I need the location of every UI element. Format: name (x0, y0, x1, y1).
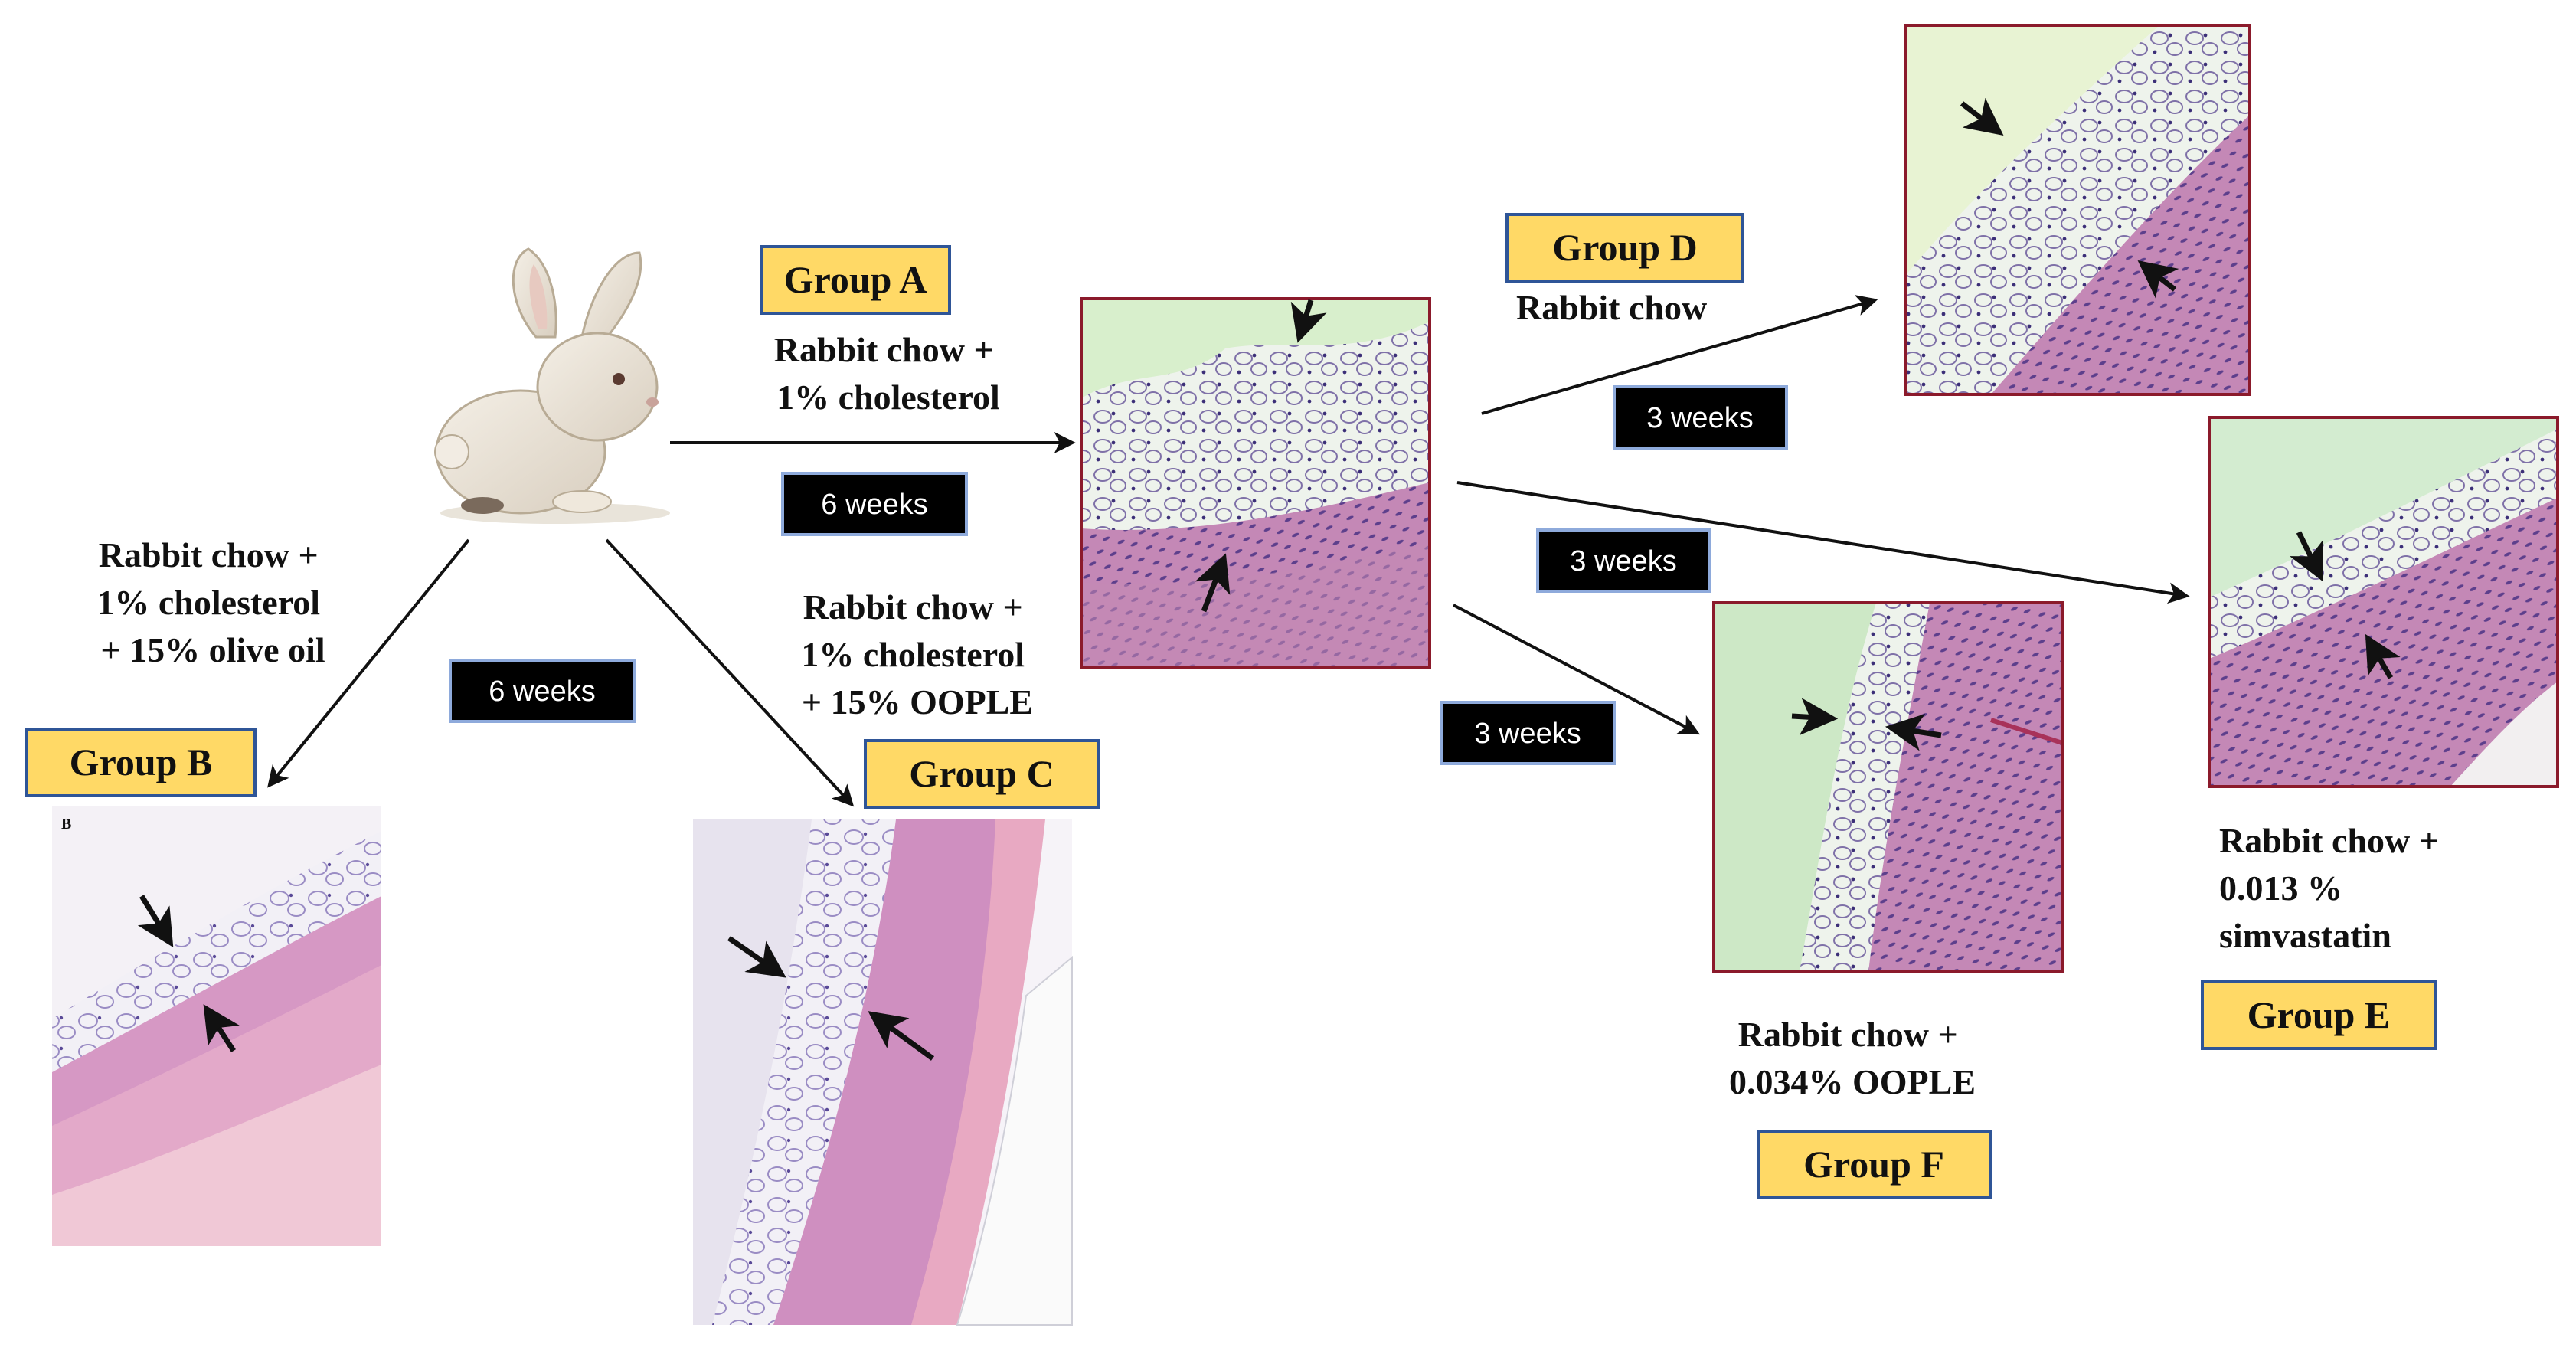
duration-a: 6 weeks (781, 472, 968, 536)
duration-d: 3 weeks (1613, 385, 1788, 450)
flow-arrows (267, 295, 2190, 807)
group-label-d: Group D (1505, 213, 1744, 283)
diet-c: Rabbit chow + 1% cholesterol + 15% OOPLE (801, 587, 1033, 721)
black-arrow-icon (727, 936, 786, 978)
diet-a: Rabbit chow + 1% cholesterol (774, 330, 1002, 417)
group-d-title: Group D (1552, 226, 1697, 269)
black-arrow-icon (1960, 97, 2004, 136)
black-arrow-icon (267, 538, 470, 788)
group-label-a: Group A (760, 245, 951, 315)
diet-b: Rabbit chow + 1% cholesterol + 15% olive… (96, 535, 329, 669)
diet-d: Rabbit chow (1516, 288, 1707, 327)
duration-d-label: 3 weeks (1646, 402, 1753, 434)
duration-f: 3 weeks (1440, 701, 1616, 765)
panel-letter: B (61, 816, 71, 833)
group-f-title: Group F (1803, 1143, 1944, 1186)
micrograph-group-e (2208, 416, 2559, 788)
group-c-title: Group C (909, 752, 1054, 795)
black-arrow-icon (1885, 713, 1942, 751)
diet-f: Rabbit chow + 0.034% OOPLE (1729, 1015, 1976, 1101)
black-arrow-icon (1195, 553, 1231, 613)
black-arrow-icon (1290, 299, 1327, 343)
group-label-c: Group C (864, 739, 1100, 809)
diet-e: Rabbit chow + 0.013 % simvastatin (2219, 821, 2447, 955)
micrograph-group-a (1080, 297, 1431, 669)
micrograph-group-d (1904, 24, 2251, 396)
black-arrow-icon (2137, 260, 2179, 299)
duration-bc: 6 weeks (449, 659, 636, 723)
micrograph-group-f (1712, 601, 2064, 973)
black-arrow-icon (1481, 295, 1878, 415)
black-arrow-icon (203, 1004, 240, 1052)
micrograph-group-c (693, 819, 1073, 1326)
duration-e: 3 weeks (1536, 528, 1711, 593)
group-label-e: Group E (2201, 980, 2437, 1050)
black-arrow-icon (2365, 633, 2401, 679)
group-a-title: Group A (784, 258, 927, 301)
black-arrow-icon (1453, 604, 1701, 735)
duration-e-label: 3 weeks (1570, 545, 1676, 577)
duration-a-label: 6 weeks (821, 489, 927, 521)
group-b-title: Group B (70, 741, 213, 783)
group-label-f: Group F (1757, 1130, 1992, 1199)
group-label-b: Group B (25, 728, 257, 797)
black-arrow-icon (1456, 481, 2190, 604)
black-arrow-icon (137, 895, 174, 947)
black-arrow-icon (1791, 698, 1839, 736)
micrograph-group-b: B (52, 806, 381, 1246)
group-e-title: Group E (2247, 993, 2391, 1036)
black-arrow-icon (2290, 531, 2323, 582)
black-arrow-icon (605, 538, 855, 807)
black-arrow-icon (868, 1011, 935, 1061)
duration-f-label: 3 weeks (1474, 718, 1581, 750)
rabbit-illustration (410, 218, 712, 525)
duration-bc-label: 6 weeks (489, 676, 595, 708)
